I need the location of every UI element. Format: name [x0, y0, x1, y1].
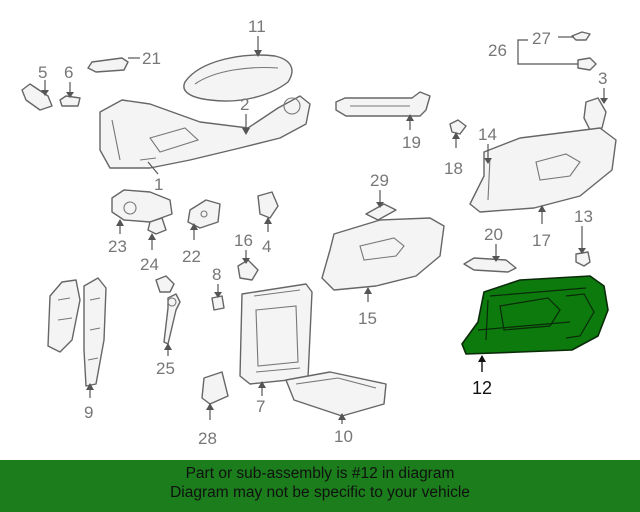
part-22[interactable] — [187, 199, 221, 229]
arrow-18 — [452, 132, 460, 139]
callout-12: 12 — [472, 378, 492, 398]
callout-6: 6 — [64, 63, 73, 82]
callout-26: 26 — [488, 41, 507, 60]
callout-5: 5 — [38, 63, 47, 82]
arrow-22 — [190, 223, 198, 230]
part-28[interactable] — [201, 371, 229, 405]
arrow-24 — [148, 233, 156, 240]
callout-8: 8 — [212, 265, 221, 284]
arrow-13 — [578, 248, 586, 254]
part-10[interactable] — [285, 371, 387, 417]
diagram-svg: 11 21 5 6 2 1 19 18 — [21, 17, 617, 448]
part-4[interactable] — [257, 191, 279, 219]
arrow-14 — [484, 158, 492, 164]
callout-13: 13 — [574, 207, 593, 226]
arrow-2 — [242, 128, 250, 135]
part-17[interactable] — [469, 127, 617, 213]
callout-14: 14 — [478, 125, 497, 144]
part-9[interactable] — [47, 277, 107, 387]
part-18[interactable] — [449, 119, 467, 135]
info-banner: Part or sub-assembly is #12 in diagram D… — [0, 460, 640, 512]
part-27[interactable] — [571, 31, 591, 41]
arrow-29 — [376, 202, 384, 208]
banner-line-2: Diagram may not be specific to your vehi… — [170, 484, 470, 501]
arrow-20 — [492, 256, 500, 262]
arrow-4 — [264, 217, 272, 224]
callout-1: 1 — [154, 175, 163, 194]
arrow-3 — [600, 98, 608, 104]
callout-17: 17 — [532, 231, 551, 250]
leader-1 — [147, 161, 159, 175]
part-19[interactable] — [335, 91, 431, 117]
arrow-25 — [164, 343, 172, 350]
callout-27: 27 — [532, 29, 551, 48]
part-5[interactable] — [21, 83, 53, 111]
callout-16: 16 — [234, 231, 253, 250]
callout-11: 11 — [248, 17, 266, 36]
arrow-8 — [214, 292, 222, 298]
callout-10: 10 — [334, 427, 353, 446]
callout-19: 19 — [402, 133, 421, 152]
part-6[interactable] — [59, 95, 81, 107]
callout-29: 29 — [370, 171, 389, 190]
part-26[interactable] — [577, 57, 597, 71]
callout-7: 7 — [256, 397, 265, 416]
callout-28: 28 — [198, 429, 217, 448]
arrow-10 — [338, 413, 346, 420]
callout-4: 4 — [262, 237, 271, 256]
callout-20: 20 — [484, 225, 503, 244]
callout-3: 3 — [598, 69, 607, 88]
part-2[interactable] — [99, 95, 311, 169]
part-13[interactable] — [575, 251, 591, 267]
part-3[interactable] — [583, 97, 607, 131]
callout-15: 15 — [358, 309, 377, 328]
callout-9: 9 — [84, 403, 93, 422]
part-8[interactable] — [211, 295, 225, 311]
arrow-5 — [41, 90, 49, 96]
part-15[interactable] — [321, 217, 445, 291]
arrow-17 — [538, 205, 546, 212]
arrow-28 — [206, 403, 214, 410]
banner-line-1: Part or sub-assembly is #12 in diagram — [185, 465, 455, 482]
part-24[interactable] — [147, 217, 167, 235]
callout-24: 24 — [140, 255, 159, 274]
part-25[interactable] — [155, 275, 181, 345]
callout-21: 21 — [142, 49, 161, 68]
part-7[interactable] — [239, 283, 313, 385]
part-16[interactable] — [237, 259, 259, 281]
arrow-15 — [364, 287, 372, 294]
arrow-23 — [116, 219, 124, 226]
part-29[interactable] — [365, 203, 397, 221]
part-12[interactable] — [461, 275, 609, 355]
part-20[interactable] — [463, 257, 517, 273]
arrow-12 — [478, 355, 486, 362]
arrow-7 — [258, 381, 266, 388]
arrow-11 — [254, 50, 262, 57]
callout-22: 22 — [182, 247, 201, 266]
callout-23: 23 — [108, 237, 127, 256]
callout-18: 18 — [444, 159, 463, 178]
part-11[interactable] — [183, 54, 293, 102]
part-21[interactable] — [87, 57, 129, 73]
arrow-6 — [66, 92, 74, 98]
leader-26 — [517, 39, 578, 65]
callout-25: 25 — [156, 359, 175, 378]
arrow-19 — [406, 114, 414, 121]
part-23[interactable] — [111, 189, 173, 223]
arrow-9 — [86, 383, 94, 390]
callout-2: 2 — [240, 95, 249, 114]
arrow-16 — [242, 258, 250, 264]
